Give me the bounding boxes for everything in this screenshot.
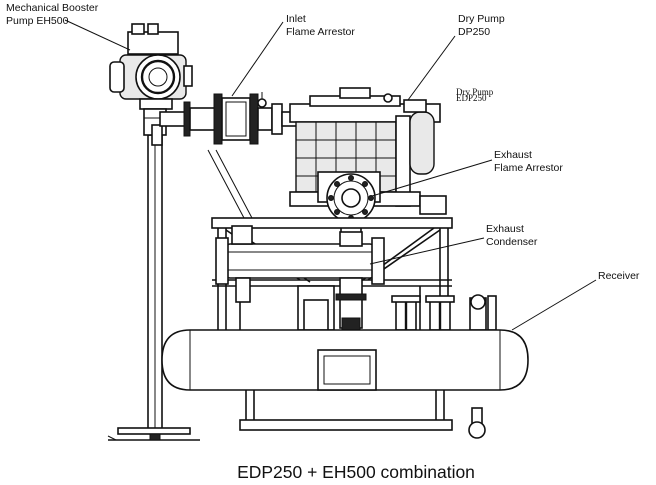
receiver-tank — [161, 329, 529, 439]
inlet-flame-arrestor — [221, 92, 299, 145]
label-drypump-line2: DP250 — [458, 26, 490, 38]
label-condenser-line2: Condenser — [486, 236, 538, 248]
label-exhaust-fa-line2: Flame Arrestor — [494, 162, 563, 174]
label-exhaust-fa-line1: Exhaust — [494, 149, 532, 161]
label-booster-line2: Pump EH500 — [6, 15, 69, 27]
label-drypump-overlay-1: Dry Pump — [456, 87, 494, 97]
label-drypump-overlay-2: EDP250 — [456, 93, 487, 103]
label-booster-line1: Mechanical Booster — [6, 2, 99, 14]
callout-dry-pump: Dry Pump DP250 Dry Pump EDP250 — [456, 13, 505, 103]
label-inlet-line2: Flame Arrestor — [286, 26, 355, 38]
label-receiver: Receiver — [598, 270, 640, 282]
label-condenser-line1: Exhaust — [486, 223, 524, 235]
leader-lines — [64, 19, 597, 331]
label-drypump-line1: Dry Pump — [458, 13, 505, 25]
mechanical-booster-pump — [109, 23, 193, 146]
callout-mechanical-booster: Mechanical Booster Pump EH500 — [6, 2, 99, 27]
callout-receiver: Receiver — [598, 270, 640, 282]
support-post — [107, 134, 200, 441]
callout-inlet-flame-arrestor: Inlet Flame Arrestor — [286, 13, 355, 38]
diagram-caption: EDP250 + EH500 combination — [237, 462, 475, 482]
callout-exhaust-flame-arrestor: Exhaust Flame Arrestor — [494, 149, 563, 174]
callout-exhaust-condenser: Exhaust Condenser — [486, 223, 538, 248]
inlet-piping — [159, 93, 223, 145]
receiver-top-valves — [297, 285, 497, 331]
label-inlet-line1: Inlet — [286, 13, 306, 25]
